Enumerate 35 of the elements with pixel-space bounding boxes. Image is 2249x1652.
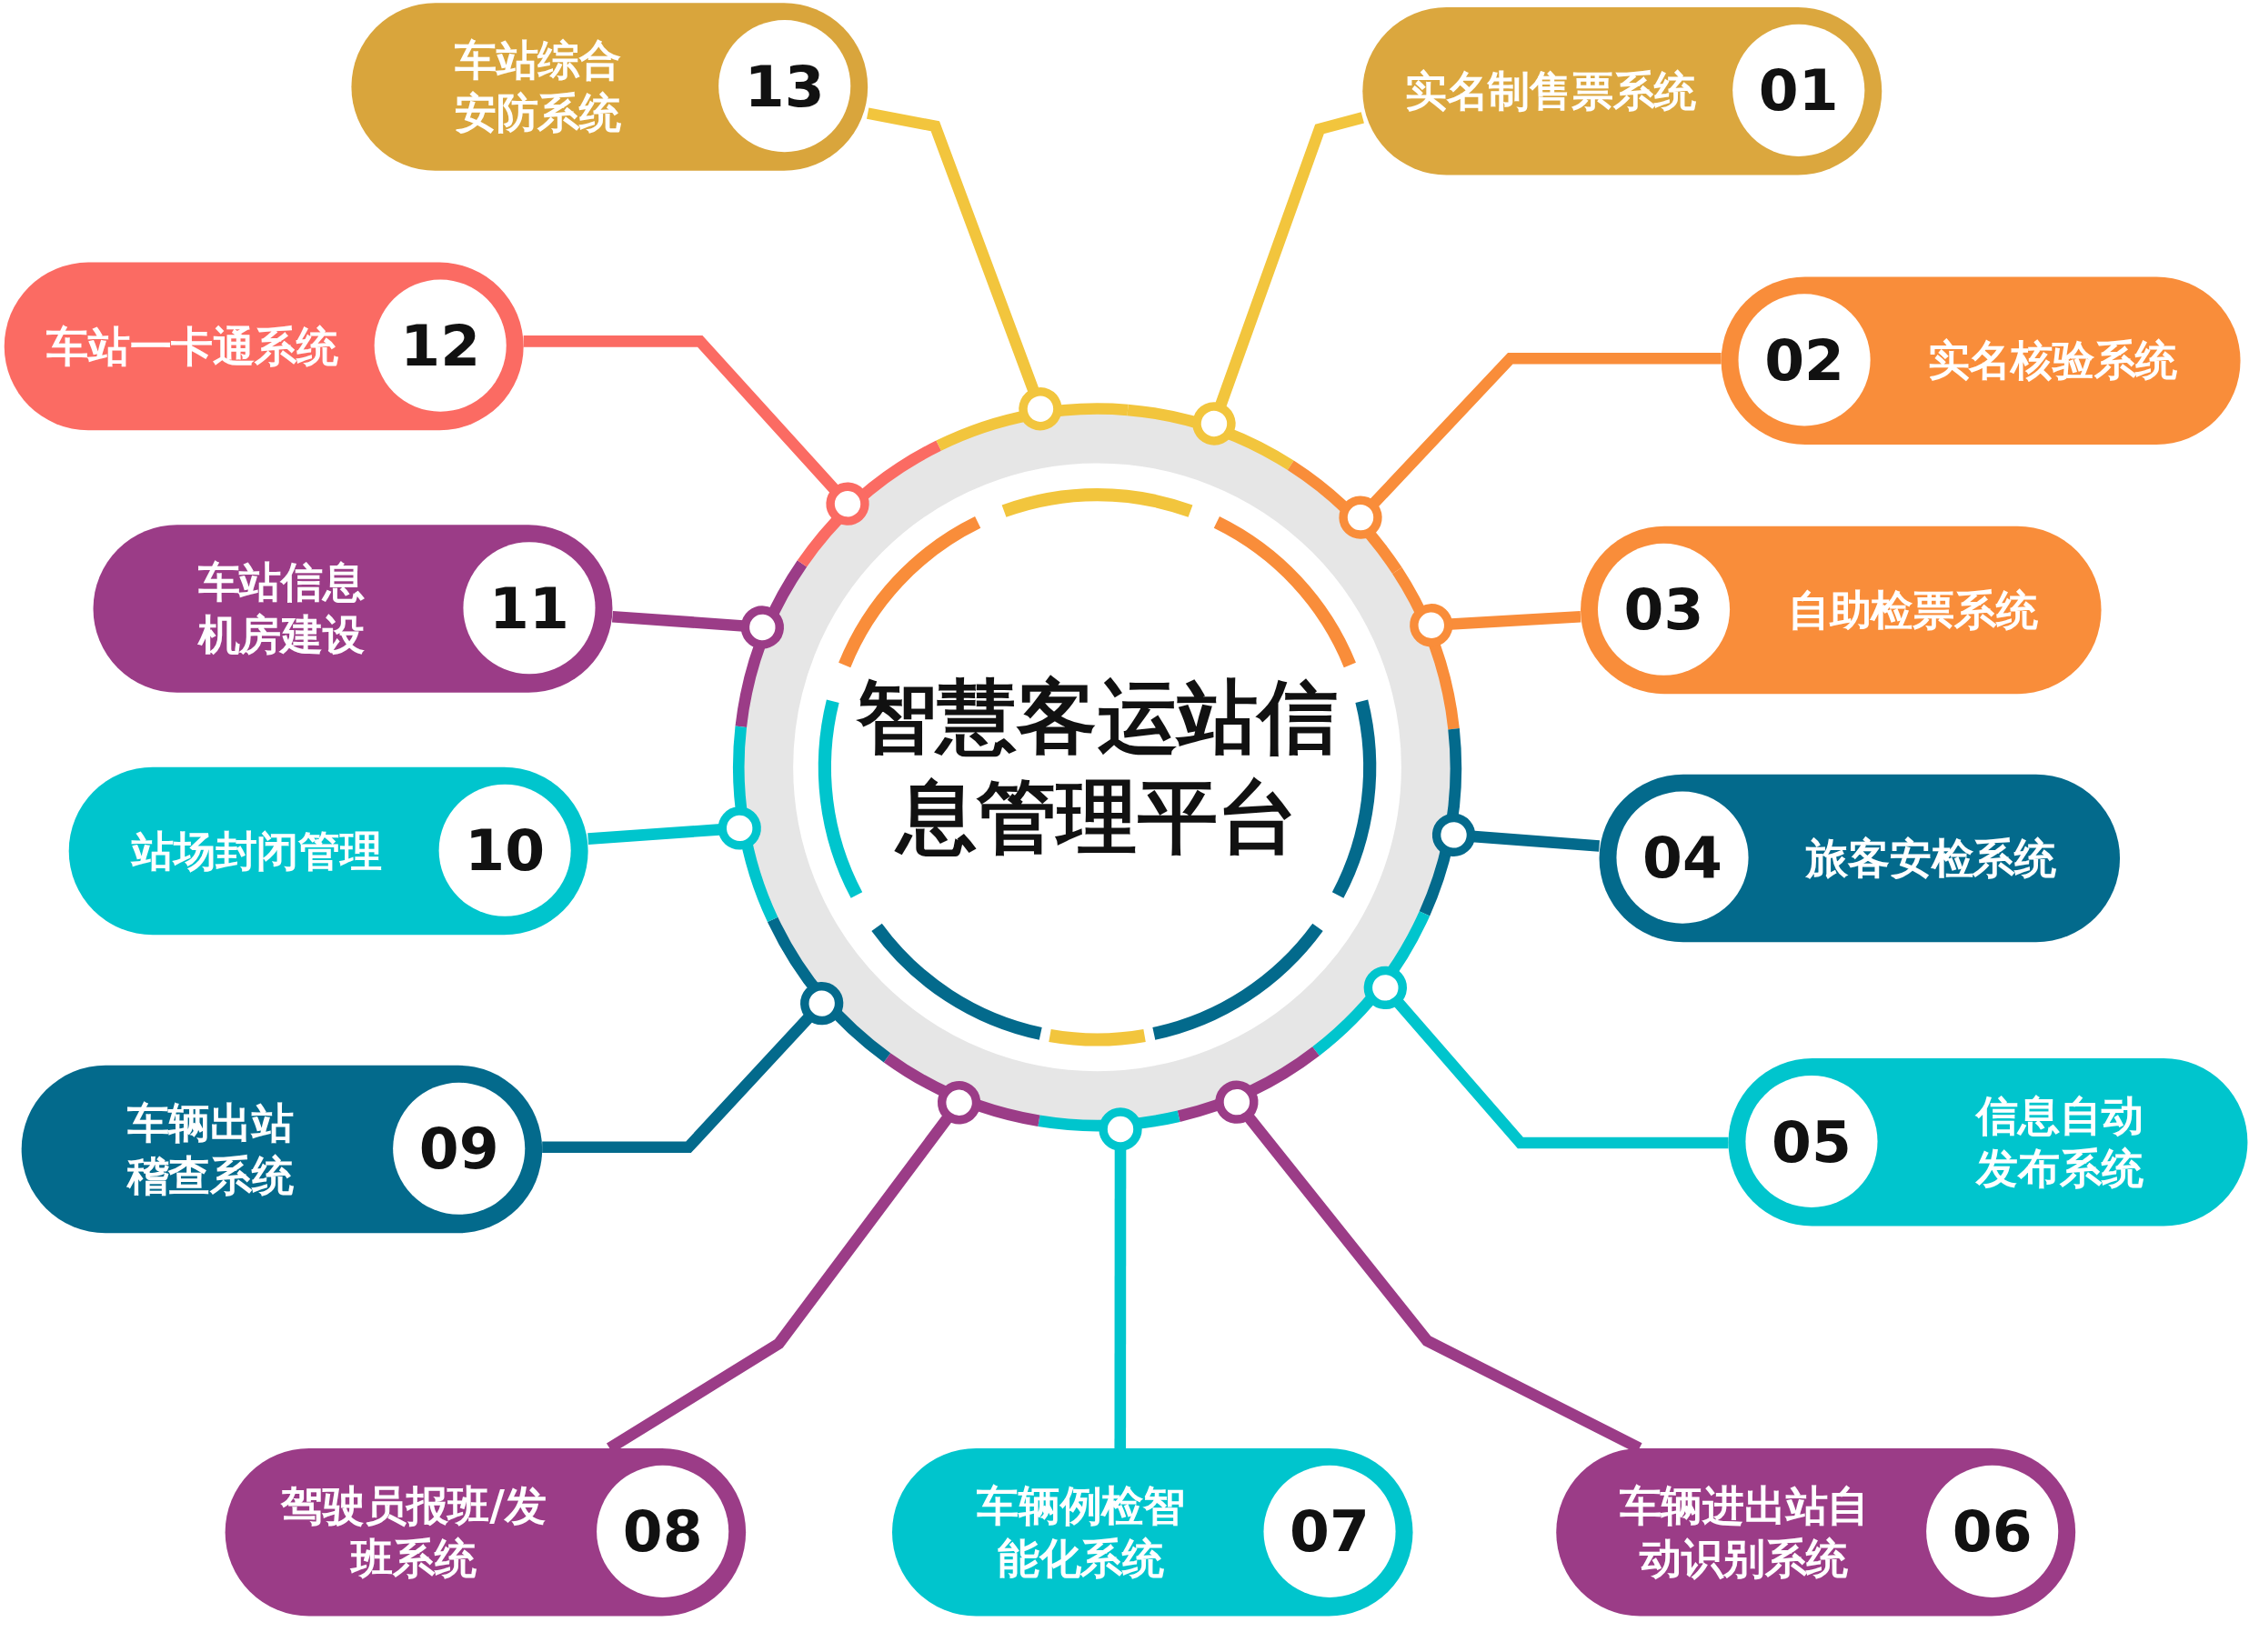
connector-line [867,107,1062,431]
connector-line [1363,966,1729,1149]
number-badge: 04 [1616,791,1749,924]
connector-line [587,806,761,850]
system-name: 实名核验系统 [1926,335,2179,386]
system-pill [1728,1057,2248,1226]
system-name: 车辆出站稽查系统 [126,1096,295,1202]
number-badge: 08 [597,1465,729,1597]
number-badge: 13 [718,20,851,153]
system-name: 自助检票系统 [1786,584,2039,636]
connector-line [1431,813,1600,856]
number-badge: 11 [463,542,596,675]
system-name: 车辆进出站自动识别系统 [1618,1479,1871,1585]
system-name: 旅客安检系统 [1804,832,2057,884]
connector-line [1192,112,1364,446]
system-name: 车站综合安防系统 [453,34,622,139]
number-badge: 09 [393,1082,526,1215]
system-name: 站场封闭管理 [130,825,383,877]
number-badge: 02 [1738,294,1871,426]
system-name: 车辆例检智能化系统 [976,1479,1186,1585]
number-badge: 01 [1732,24,1865,156]
connector-line [523,335,869,526]
number-badge: 10 [438,784,571,916]
system-name: 车站信息机房建设 [196,556,366,661]
system-name: 实名制售票系统 [1403,65,1697,117]
connector-line [1339,353,1722,539]
number-badge: 07 [1263,1465,1396,1597]
number-badge: 05 [1745,1075,1878,1207]
system-name: 车站一卡通系统 [45,320,339,372]
system-name: 驾驶员报班/发班系统 [279,1479,547,1585]
number-badge: 03 [1597,543,1731,676]
number-badge: 12 [374,279,507,412]
system-name: 信息自动发布系统 [1974,1089,2144,1195]
connector-line [1099,1107,1142,1448]
number-badge: 06 [1926,1465,2059,1597]
